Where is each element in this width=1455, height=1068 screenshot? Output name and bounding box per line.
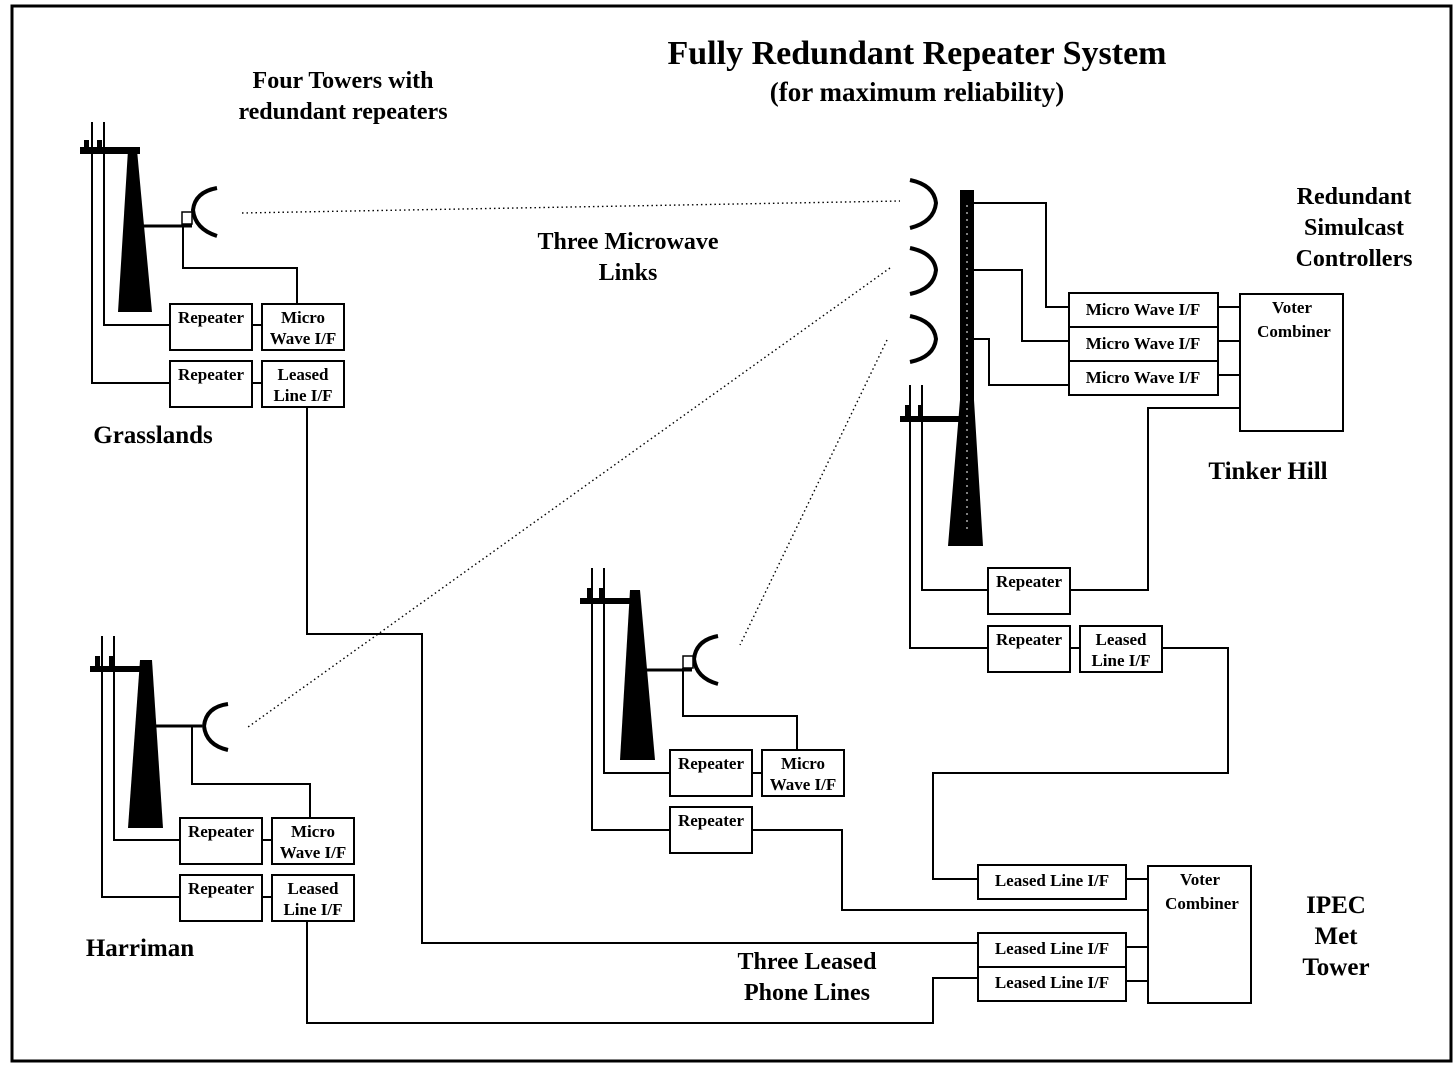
grasslands-repeater-1	[169, 303, 253, 351]
ipec-leased-line-if-2-label: Leased Line I/F	[995, 939, 1109, 958]
harriman-leased-line-if-line1: Leased	[288, 879, 340, 898]
tinker-hill-microwave-if-1-label: Micro Wave I/F	[1086, 300, 1201, 319]
center-repeater-1	[669, 749, 753, 797]
center-dish-icon	[682, 634, 719, 686]
tinker-hill-repeater-1	[987, 567, 1071, 615]
tinker-hill-combiner-label: Combiner	[1257, 322, 1331, 341]
grasslands-leased-line-if	[261, 360, 345, 408]
center-repeater-2-label: Repeater	[678, 811, 745, 830]
grasslands-microwave-if	[261, 303, 345, 351]
tinker-hill-site: Micro Wave I/F Micro Wave I/F Micro Wave…	[900, 178, 1344, 673]
site-ipec-line3: Tower	[1302, 954, 1369, 981]
harriman-repeater-2-label: Repeater	[188, 879, 255, 898]
tinker-hill-repeater-2-label: Repeater	[996, 630, 1063, 649]
grasslands-repeater-1-label: Repeater	[178, 308, 245, 327]
ipec-leased-line-if-1	[977, 864, 1127, 900]
grasslands-microwave-if-line1: Micro	[281, 308, 325, 327]
ipec-leased-line-if-2	[977, 932, 1127, 968]
tinker-hill-dish-2-icon	[909, 246, 939, 296]
harriman-leased-line-if-line2: Line I/F	[283, 900, 342, 919]
center-repeater-1-label: Repeater	[678, 754, 745, 773]
center-microwave-if-line2: Wave I/F	[770, 775, 837, 794]
controllers-label-line3: Controllers	[1296, 246, 1413, 272]
grasslands-repeater-2-label: Repeater	[178, 365, 245, 384]
harriman-microwave-if-line1: Micro	[291, 822, 335, 841]
tinker-hill-dish-1-icon	[909, 178, 939, 230]
site-ipec-line2: Met	[1314, 923, 1358, 950]
ipec-voter-combiner	[1147, 865, 1252, 1004]
tinker-hill-microwave-if-3	[1068, 360, 1219, 396]
grasslands-dish-icon	[181, 186, 218, 238]
center-microwave-if	[761, 749, 845, 797]
controllers-label-line2: Simulcast	[1304, 215, 1404, 241]
site-grasslands: Grasslands	[93, 422, 213, 449]
diagram-subtitle: (for maximum reliability)	[770, 77, 1064, 107]
microwave-link-lines	[241, 200, 901, 728]
tinker-hill-microwave-if-2-label: Micro Wave I/F	[1086, 334, 1201, 353]
ipec-leased-line-if-1-label: Leased Line I/F	[995, 871, 1109, 890]
diagram-border	[10, 4, 1453, 1063]
leased-line-wires	[306, 407, 1229, 1024]
leased-lines-label-line2: Phone Lines	[744, 980, 870, 1006]
center-microwave-if-line1: Micro	[781, 754, 825, 773]
microwave-links-label-line2: Links	[599, 260, 658, 286]
grasslands-leased-line-if-line1: Leased	[278, 365, 330, 384]
tinker-hill-leased-line-if-line2: Line I/F	[1091, 651, 1150, 670]
harriman-leased-line-if	[271, 874, 355, 922]
harriman-microwave-if	[271, 817, 355, 865]
center-tower-icon	[580, 568, 692, 760]
four-towers-label-line2: redundant repeaters	[238, 99, 447, 125]
ipec-leased-line-if-3	[977, 966, 1127, 1002]
harriman-microwave-if-line2: Wave I/F	[280, 843, 347, 862]
ipec-combiner-label: Combiner	[1165, 894, 1239, 913]
harriman-tower-icon	[90, 636, 202, 828]
grasslands-leased-line-if-line2: Line I/F	[273, 386, 332, 405]
grasslands-tower-icon	[80, 122, 192, 312]
harriman-site: Repeater Micro Wave I/F Repeater Leased …	[90, 636, 355, 922]
leased-lines-label-line1: Three Leased	[738, 949, 878, 975]
four-towers-label-line1: Four Towers with	[253, 68, 434, 94]
center-site: Repeater Micro Wave I/F Repeater	[580, 568, 845, 854]
tinker-hill-microwave-if-2	[1068, 326, 1219, 362]
site-tinker-hill: Tinker Hill	[1208, 458, 1327, 485]
ipec-voter-label: Voter	[1180, 870, 1220, 889]
harriman-repeater-2	[179, 874, 263, 922]
tinker-hill-microwave-if-3-label: Micro Wave I/F	[1086, 368, 1201, 387]
tinker-hill-voter-combiner	[1239, 293, 1344, 432]
tinker-hill-leased-line-if-line1: Leased	[1096, 630, 1148, 649]
site-ipec-line1: IPEC	[1306, 892, 1366, 919]
ipec-leased-line-if-3-label: Leased Line I/F	[995, 973, 1109, 992]
tinker-hill-dish-3-icon	[909, 314, 939, 364]
tinker-hill-repeater-1-label: Repeater	[996, 572, 1063, 591]
grasslands-repeater-2	[169, 360, 253, 408]
center-repeater-2	[669, 806, 753, 854]
microwave-links-label-line1: Three Microwave	[537, 229, 718, 255]
tinker-hill-tower-icon	[900, 190, 983, 546]
diagram-title: Fully Redundant Repeater System	[668, 35, 1167, 72]
grasslands-site: Repeater Micro Wave I/F Repeater Leased …	[80, 122, 345, 408]
grasslands-microwave-if-line2: Wave I/F	[270, 329, 337, 348]
ipec-site: Leased Line I/F Leased Line I/F Leased L…	[977, 864, 1252, 1004]
tinker-hill-repeater-2	[987, 625, 1071, 673]
harriman-dish-icon	[201, 702, 229, 752]
harriman-repeater-1	[179, 817, 263, 865]
tinker-hill-voter-label: Voter	[1272, 298, 1312, 317]
site-harriman: Harriman	[86, 935, 194, 962]
controllers-label-line1: Redundant	[1297, 184, 1412, 210]
harriman-repeater-1-label: Repeater	[188, 822, 255, 841]
